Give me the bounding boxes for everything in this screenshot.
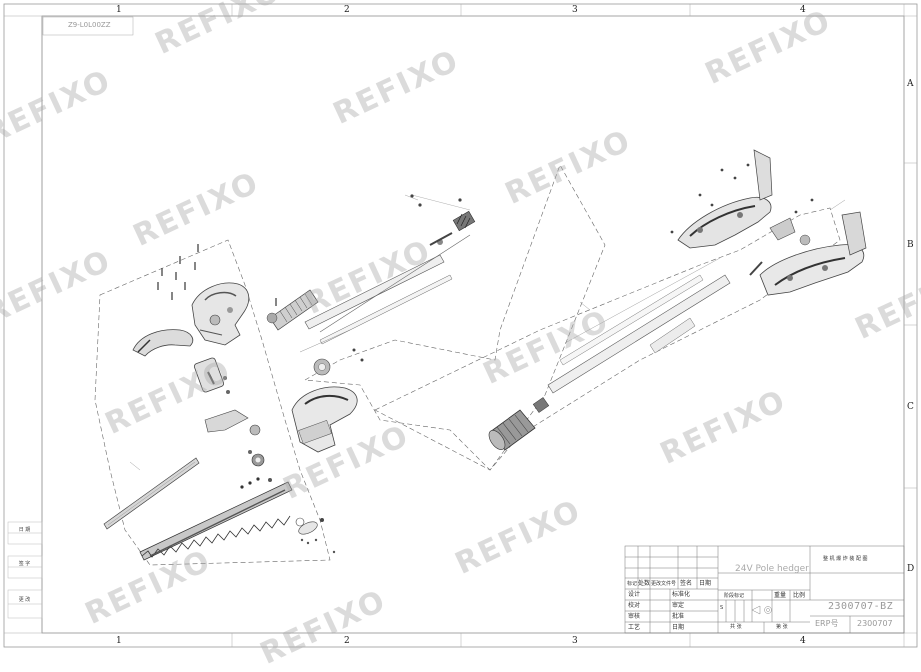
rear-handle-housing-left: [677, 149, 773, 249]
pole-connector: [429, 210, 476, 246]
exploded-assembly-drawing: [3, 3, 918, 648]
cutter-blade: [139, 477, 293, 561]
grip-sleeve-middle: [266, 289, 319, 331]
blade-guard: [103, 457, 200, 530]
rear-handle-housing-right: [759, 211, 867, 296]
coupling-knob: [313, 348, 364, 376]
scale-label: 比例: [793, 592, 806, 599]
sheet-no: 第 张: [776, 624, 788, 630]
role-process: 工艺: [628, 624, 641, 631]
motor-housing-right: [291, 386, 358, 453]
zone-row-a: A: [907, 79, 914, 89]
front-handle: [132, 329, 194, 357]
trigger-switch: [749, 217, 811, 276]
outer-border: [3, 3, 918, 648]
zone-col-3-bottom: 3: [572, 636, 578, 646]
role-date: 日期: [672, 624, 685, 631]
gear-assembly: [204, 409, 283, 495]
zone-col-2-top: 2: [344, 5, 350, 15]
role-review: 审核: [628, 613, 641, 620]
blade-fasteners: [295, 517, 336, 554]
drawing-title: 整 机 爆 炸 装 配 图: [823, 556, 868, 562]
product-title: 24V Pole hedger: [735, 564, 809, 574]
s-mark: S: [720, 605, 724, 611]
zone-col-4-bottom: 4: [800, 636, 806, 646]
main-pole-long: [547, 257, 731, 394]
role-design: 设计: [628, 591, 641, 598]
role-approve: 批准: [672, 613, 685, 620]
erp-value: 2300707: [857, 619, 893, 628]
zone-col-1-top: 1: [116, 5, 122, 15]
left-revision-boxes: [7, 521, 43, 619]
zone-col-2-bottom: 2: [344, 636, 350, 646]
zone-col-1-bottom: 1: [116, 636, 122, 646]
motor-housing-left: [191, 282, 250, 346]
zone-row-c: C: [907, 402, 914, 412]
projection-symbol-icon: [751, 605, 772, 615]
corner-code: Z9-L0L00ZZ: [68, 21, 111, 29]
revision-label-date: 日 期: [18, 527, 31, 533]
header-sign: 签名: [680, 580, 693, 587]
sheet-total: 共 张: [730, 624, 742, 630]
header-mark: 标记: [627, 581, 638, 587]
revision-label-change: 更 改: [18, 597, 31, 603]
screw-set-right: [670, 163, 814, 234]
zone-row-b: B: [907, 240, 914, 250]
middle-pole: [299, 254, 453, 353]
zone-col-4-top: 4: [800, 5, 806, 15]
header-file-no: 更改文件号: [651, 581, 677, 587]
title-block-grid: [624, 545, 905, 634]
rear-grip-sleeve: [488, 397, 550, 451]
header-count: 处数: [638, 580, 651, 587]
stage-marks-label: 阶段标记: [724, 593, 745, 599]
column-dividers: [231, 4, 917, 647]
drawing-number: 2300707-BZ: [828, 601, 894, 612]
zone-row-d: D: [907, 564, 915, 574]
motor-unit: [193, 357, 230, 394]
weight-label: 重量: [774, 592, 787, 599]
leader-lines: [129, 194, 846, 471]
extension-pole-top: [319, 194, 471, 333]
header-date: 日期: [699, 580, 712, 587]
role-standard: 标准化: [672, 591, 691, 598]
corner-code-box: [42, 16, 134, 36]
role-approve-check: 审定: [672, 602, 685, 609]
erp-label: ERP号: [815, 619, 839, 628]
revision-label-sign: 签 字: [18, 561, 31, 567]
screw-set-left: [157, 244, 277, 306]
zone-col-3-top: 3: [572, 5, 578, 15]
role-check: 校对: [628, 602, 641, 609]
